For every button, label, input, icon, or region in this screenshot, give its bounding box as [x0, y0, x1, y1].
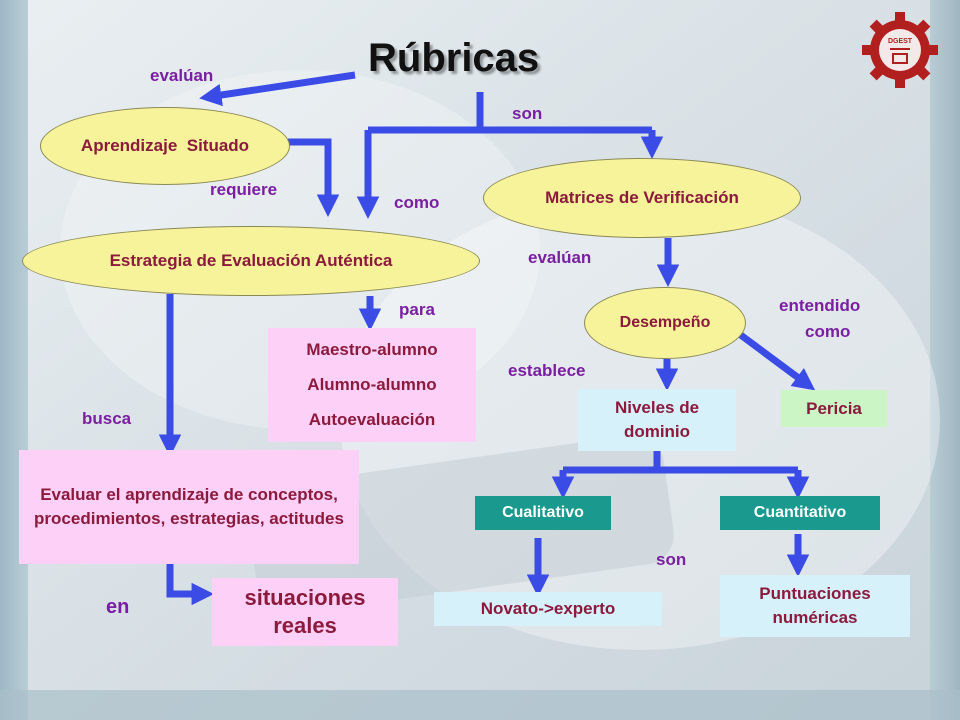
node-cuantitativo-label: Cuantitativo [753, 504, 847, 521]
node-matrices-label: Matrices de Verificación [545, 188, 739, 207]
dgest-logo-icon: DGEST [862, 12, 938, 88]
node-pericia: Pericia [781, 390, 887, 427]
label-busca: busca [82, 409, 132, 428]
label-requiere: requiere [210, 180, 278, 199]
node-novato-experto: Novato->experto [434, 592, 662, 626]
node-pericia-label: Pericia [806, 398, 862, 418]
relacion-maestro-alumno: Maestro-alumno [306, 339, 438, 359]
node-puntuaciones-label: Puntuaciones numéricas [759, 584, 871, 627]
node-desempeno-label: Desempeño [619, 314, 711, 331]
node-estrategia: Estrategia de Evaluación Auténtica [22, 226, 480, 296]
node-aprendizaje-situado: Aprendizaje Situado [40, 107, 290, 185]
node-evaluar-label: Evaluar el aprendizaje de conceptos, pro… [34, 485, 344, 528]
label-entendido: entendido [779, 296, 861, 315]
svg-text:DGEST: DGEST [888, 38, 913, 45]
node-cuantitativo: Cuantitativo [720, 496, 880, 530]
relacion-autoevaluacion: Autoevaluación [308, 410, 436, 430]
node-desempeno: Desempeño [584, 287, 746, 359]
node-estrategia-label: Estrategia de Evaluación Auténtica [109, 251, 393, 270]
node-situaciones-label: situaciones reales [244, 585, 366, 638]
label-evaluan-left: evalúan [150, 66, 214, 85]
node-relaciones: Maestro-alumno Alumno-alumno Autoevaluac… [268, 328, 476, 442]
node-evaluar: Evaluar el aprendizaje de conceptos, pro… [19, 450, 359, 564]
label-establece: establece [508, 361, 586, 380]
node-niveles-dominio: Niveles de dominio [578, 389, 736, 451]
node-niveles-label: Niveles de dominio [614, 398, 700, 441]
node-cualitativo: Cualitativo [475, 496, 611, 530]
node-cualitativo-label: Cualitativo [502, 504, 584, 521]
label-en: en [106, 596, 130, 618]
node-aprendizaje-label: Aprendizaje Situado [80, 136, 250, 155]
node-matrices: Matrices de Verificación [483, 158, 801, 238]
label-para: para [399, 300, 435, 319]
diagram-title: Rúbricas [368, 36, 540, 80]
node-novato-label: Novato->experto [480, 599, 616, 618]
node-situaciones-reales: situaciones reales [212, 578, 398, 646]
label-evaluan-right: evalúan [528, 248, 592, 267]
relacion-alumno-alumno: Alumno-alumno [307, 374, 437, 394]
label-son-top: son [512, 104, 543, 123]
node-puntuaciones: Puntuaciones numéricas [720, 575, 910, 637]
label-como-2: como [805, 322, 851, 341]
label-como: como [394, 193, 440, 212]
label-son-bottom: son [656, 550, 687, 569]
